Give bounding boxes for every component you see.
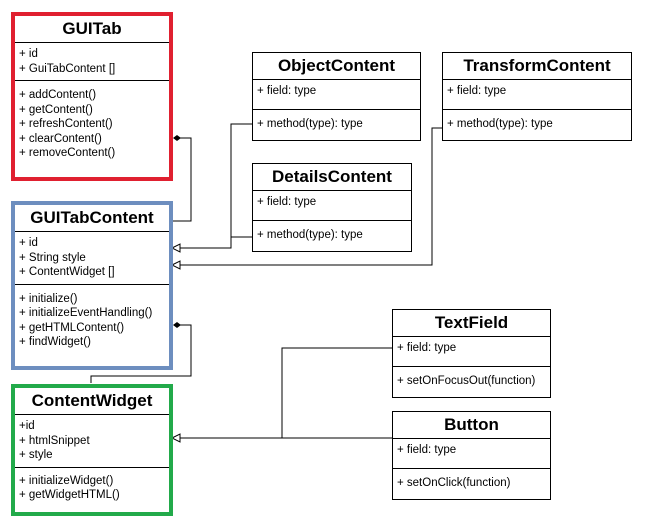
class-button[interactable]: Button + field: type + setOnClick(functi… (392, 411, 551, 500)
method: + getContent() (19, 103, 93, 116)
class-title: GUITab (15, 16, 169, 43)
class-objectcontent[interactable]: ObjectContent + field: type + method(typ… (252, 52, 421, 141)
method: + initializeEventHandling() (19, 307, 153, 319)
inheritance-line-objectcontent (178, 123, 252, 249)
class-title: TransformContent (443, 53, 631, 80)
field: + htmlSnippet (19, 434, 90, 447)
arrowhead-transformcontent (170, 260, 181, 270)
field: + ContentWidget [] (19, 266, 115, 278)
method: + removeContent() (19, 147, 116, 159)
class-detailscontent[interactable]: DetailsContent + field: type + method(ty… (252, 163, 412, 252)
method: + getHTMLContent() (19, 321, 125, 334)
class-contentwidget[interactable]: ContentWidget +id + htmlSnippet + style … (11, 384, 173, 516)
field: + field: type (397, 444, 457, 456)
fields-section: + field: type (253, 80, 420, 109)
field: + id (19, 237, 38, 249)
methods-section: + initialize() + initializeEventHandling… (15, 283, 169, 354)
method: + method(type): type (257, 118, 363, 130)
method: + setOnClick(function) (397, 477, 511, 489)
class-guitabcontent[interactable]: GUITabContent + id + String style + Cont… (11, 201, 173, 370)
method: + findWidget() (19, 336, 91, 348)
method: + getWidgetHTML() (19, 489, 120, 501)
field: + field: type (447, 85, 507, 97)
field: + style (19, 449, 53, 461)
inheritance-line-textfield (178, 347, 392, 439)
fields-section: + field: type (443, 80, 631, 109)
fields-section: + field: type (393, 439, 550, 468)
class-title: DetailsContent (253, 164, 411, 191)
field: + GuiTabContent [] (19, 62, 116, 75)
class-textfield[interactable]: TextField + field: type + setOnFocusOut(… (392, 309, 551, 398)
methods-section: + method(type): type (253, 109, 420, 136)
arrowhead-objectcontent (170, 243, 181, 253)
method: + setOnFocusOut(function) (397, 375, 536, 387)
field: + field: type (257, 85, 317, 97)
class-title: GUITabContent (15, 205, 169, 232)
arrowhead-textfield-button (170, 433, 181, 443)
class-title: ContentWidget (15, 388, 169, 415)
methods-section: + setOnFocusOut(function) (393, 366, 550, 393)
fields-section: + id + GuiTabContent [] (15, 43, 169, 80)
class-title: ObjectContent (253, 53, 420, 80)
field: + id (19, 48, 38, 60)
inheritance-line-transformcontent (178, 127, 442, 266)
method: + method(type): type (447, 118, 553, 130)
methods-section: + setOnClick(function) (393, 468, 550, 495)
fields-section: +id + htmlSnippet + style (15, 415, 169, 467)
fields-section: + id + String style + ContentWidget [] (15, 232, 169, 284)
methods-section: + initializeWidget() + getWidgetHTML() (15, 466, 169, 507)
fields-section: + field: type (393, 337, 550, 366)
method: + initializeWidget() (19, 474, 114, 487)
fields-section: + field: type (253, 191, 411, 220)
field: + field: type (397, 342, 457, 354)
methods-section: + method(type): type (443, 109, 631, 136)
methods-section: + addContent() + getContent() + refreshC… (15, 80, 169, 165)
composition-diamond-guitab (173, 135, 181, 141)
method: + addContent() (19, 89, 97, 101)
composition-diamond-guitabcontent (173, 322, 181, 328)
field: + field: type (257, 196, 317, 208)
composition-line-guitabcontent-contentwidget (90, 324, 192, 383)
method: + refreshContent() (19, 118, 113, 130)
class-transformcontent[interactable]: TransformContent + field: type + method(… (442, 52, 632, 141)
method: + method(type): type (257, 229, 363, 241)
class-title: TextField (393, 310, 550, 337)
field: +id (19, 420, 35, 432)
method: + clearContent() (19, 132, 102, 145)
method: + initialize() (19, 292, 78, 305)
methods-section: + method(type): type (253, 220, 411, 247)
class-guitab[interactable]: GUITab + id + GuiTabContent [] + addCont… (11, 12, 173, 181)
class-title: Button (393, 412, 550, 439)
composition-line-guitab-guitabcontent (173, 137, 192, 222)
field: + String style (19, 251, 86, 264)
